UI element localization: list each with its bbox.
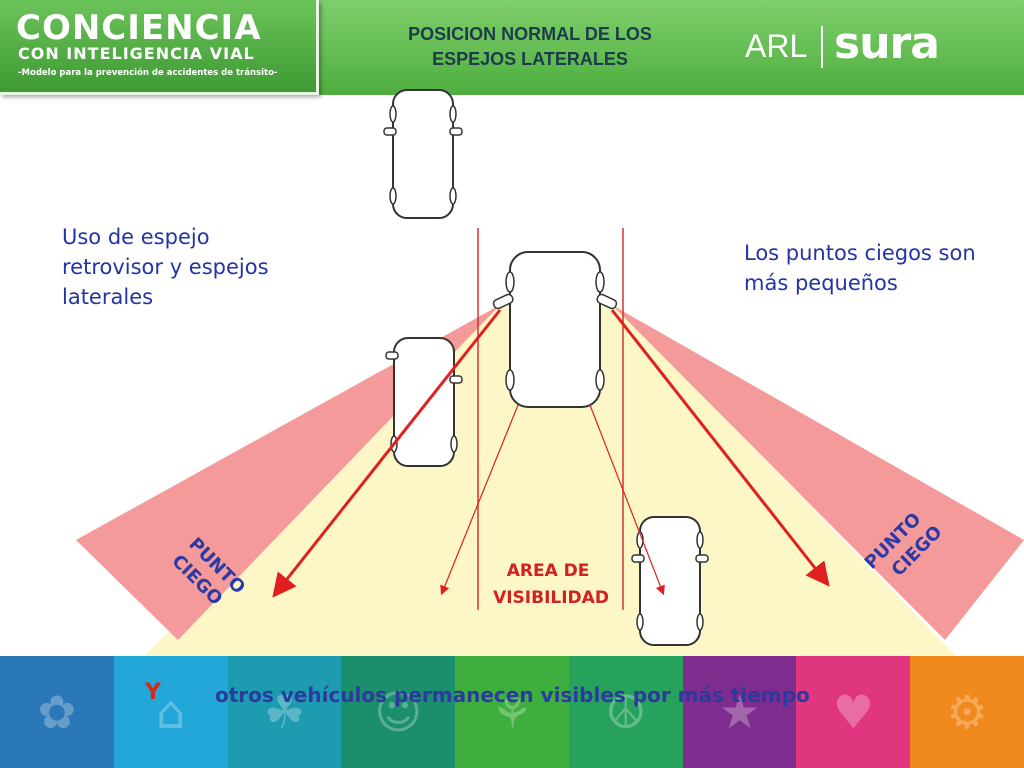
arrow-blind-right — [610, 309, 830, 587]
footer-segment: ☺ — [341, 656, 456, 768]
blind-spot-right-area — [612, 305, 1024, 640]
brand-separator — [821, 26, 823, 68]
car-top — [383, 89, 463, 219]
blind-spots-text: Los puntos ciegos son más pequeños — [744, 238, 976, 298]
people-icon: ☺ — [374, 685, 423, 739]
plant-icon: ⚘ — [491, 685, 533, 739]
flower-icon: ✿ — [37, 685, 77, 739]
visibility-label-line1: AREA DE — [507, 561, 590, 581]
car-right-lane — [631, 516, 709, 646]
mirror-usage-line1: Uso de espejo — [62, 225, 210, 249]
footer-segment: ⌂ — [113, 656, 228, 768]
mirror-usage-text: Uso de espejo retrovisor y espejos later… — [62, 222, 269, 312]
footer-segment: ★ — [682, 656, 797, 768]
arrow-visibility-left — [440, 404, 519, 596]
footer-segment: ⚘ — [455, 656, 569, 768]
blind-spots-line1: Los puntos ciegos son — [744, 241, 976, 265]
right-mirror — [596, 293, 618, 310]
brand-arl: ARL — [745, 28, 808, 64]
footer-segment: ☘ — [227, 656, 342, 768]
visibility-label-line2: VISIBILIDAD — [493, 588, 609, 608]
visibility-area-label: AREA DE VISIBILIDAD — [493, 561, 609, 608]
page-title-line1: POSICION NORMAL DE LOS — [408, 24, 652, 44]
handshake-icon: ☮ — [605, 685, 647, 739]
arrow-visibility-right — [589, 404, 665, 596]
gear-icon: ⚙ — [946, 685, 988, 739]
brand-sura: sura — [834, 18, 940, 69]
mirror-usage-line2: retrovisor y espejos — [62, 255, 269, 279]
logo-subtitle: CON INTELIGENCIA VIAL — [18, 44, 255, 63]
star-icon: ★ — [718, 685, 761, 739]
leaf-icon: ☘ — [263, 685, 306, 739]
car-center — [492, 251, 618, 408]
logo-title: CONCIENCIA — [16, 8, 262, 48]
logo: CONCIENCIA CON INTELIGENCIA VIAL -Modelo… — [0, 0, 319, 95]
visibility-area — [140, 300, 960, 660]
arrow-blind-left — [272, 309, 502, 598]
footer-segment: ⚙ — [910, 656, 1024, 768]
footer-band: ✿ ⌂ ☘ ☺ ⚘ ☮ ★ ♥ ⚙ — [0, 656, 1024, 768]
page-title-line2: ESPEJOS LATERALES — [432, 49, 628, 69]
footer-segment: ♥ — [796, 656, 911, 768]
footer-segment: ☮ — [568, 656, 683, 768]
left-mirror — [492, 293, 514, 310]
factory-icon: ⌂ — [156, 685, 186, 739]
car-left-lane — [385, 337, 463, 467]
bottom-letter: Y — [145, 680, 161, 705]
mirror-usage-line3: laterales — [62, 285, 154, 309]
heart-icon: ♥ — [832, 685, 874, 739]
bottom-caption: otros vehículos permanecen visibles por … — [215, 683, 810, 707]
page-title: POSICION NORMAL DE LOS ESPEJOS LATERALES — [350, 22, 710, 72]
logo-tagline: -Modelo para la prevención de accidentes… — [18, 68, 278, 78]
footer-segment: ✿ — [0, 656, 114, 768]
blind-spots-line2: más pequeños — [744, 271, 898, 295]
